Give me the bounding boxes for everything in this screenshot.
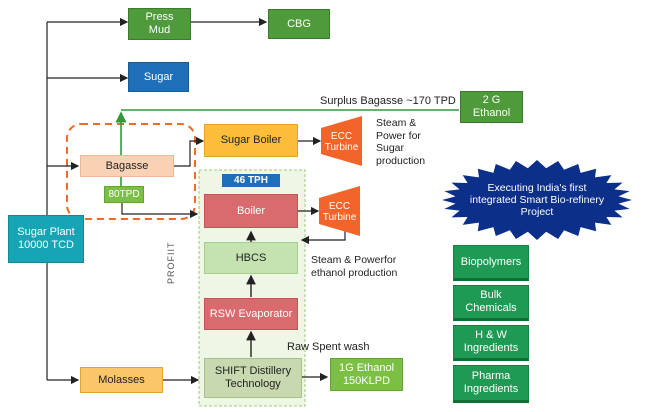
bagasse-box: Bagasse (80, 155, 174, 177)
press-mud-label: Press Mud (145, 11, 174, 36)
side-box-hw-ingredients-label: H & W Ingredients (463, 329, 519, 354)
cbg-label: CBG (287, 17, 311, 30)
raw-spent-wash-text: Raw Spent wash (287, 341, 370, 353)
tpd-80-label: 80TPD (108, 188, 140, 200)
sugar-box: Sugar (128, 62, 189, 92)
ecc-turbine-1-shape (321, 116, 362, 166)
side-box-hw-ingredients: H & W Ingredients (453, 325, 529, 361)
cbg-box: CBG (268, 9, 330, 39)
side-box-bulk-chemicals: Bulk Chemicals (453, 285, 529, 321)
sugar-plant-box: Sugar Plant 10000 TCD (8, 215, 84, 263)
arrow-to-boiler (121, 203, 199, 219)
ethanol-1g-box: 1G Ethanol 150KLPD (330, 358, 403, 391)
bagasse-dashed-region (66, 123, 196, 220)
ethanol-1g-label: 1G Ethanol 150KLPD (338, 361, 395, 387)
ecc-turbine-2-text: ECC Turbine (319, 194, 360, 230)
shift-label: SHIFT Distillery Technology (214, 365, 292, 390)
bagasse-label: Bagasse (105, 159, 149, 172)
rsw-label: RSW Evaporator (209, 307, 293, 320)
press-mud-box: Press Mud (128, 8, 191, 40)
rsw-box: RSW Evaporator (204, 298, 298, 330)
ecc-turbine-2-label: ECC Turbine (322, 200, 357, 224)
side-box-bulk-chemicals-label: Bulk Chemicals (465, 289, 517, 314)
hbcs-label: HBCS (235, 251, 267, 264)
steam-ethanol-text: Steam & Powerfor ethanol production (311, 254, 398, 279)
steam-sugar-text: Steam & Power for Sugar production (376, 117, 426, 167)
profit-vertical-text: PROFIIT (166, 241, 176, 285)
arrow-to-sugar-boiler (174, 136, 205, 167)
molasses-label: Molasses (98, 373, 145, 386)
molasses-box: Molasses (80, 367, 163, 393)
two-g-ethanol-box: 2 G Ethanol (460, 91, 523, 123)
boiler-label: Boiler (236, 204, 266, 217)
side-box-pharma-ingredients-label: Pharma Ingredients (463, 370, 519, 395)
ecc-turbine-1-text: ECC Turbine (321, 124, 362, 160)
two-g-ethanol-label: 2 G Ethanol (472, 94, 511, 119)
ecc-turbine-2-shape (319, 186, 360, 236)
sugar-label: Sugar (143, 70, 174, 83)
side-box-biopolymers-label: Biopolymers (460, 255, 522, 268)
sugar-plant-label: Sugar Plant 10000 TCD (17, 226, 75, 251)
tph-box: 46 TPH (222, 174, 280, 187)
surplus-bagasse-text: Surplus Bagasse ~170 TPD (320, 95, 456, 107)
side-box-biopolymers: Biopolymers (453, 245, 529, 281)
arrow-turbine-back (300, 228, 346, 245)
ecc-turbine-1-label: ECC Turbine (324, 130, 359, 154)
shift-box: SHIFT Distillery Technology (204, 358, 302, 398)
starburst-label: Executing India's first integrated Smart… (469, 181, 605, 219)
starburst-text: Executing India's first integrated Smart… (462, 178, 612, 222)
side-box-pharma-ingredients: Pharma Ingredients (453, 365, 529, 403)
tph-label: 46 TPH (234, 174, 268, 186)
hbcs-box: HBCS (204, 242, 298, 274)
sugar-boiler-label: Sugar Boiler (220, 134, 282, 147)
boiler-box: Boiler (204, 194, 298, 228)
sugar-boiler-box: Sugar Boiler (204, 124, 298, 157)
tpd-80-box: 80TPD (104, 186, 144, 203)
starburst-shape (442, 160, 632, 240)
